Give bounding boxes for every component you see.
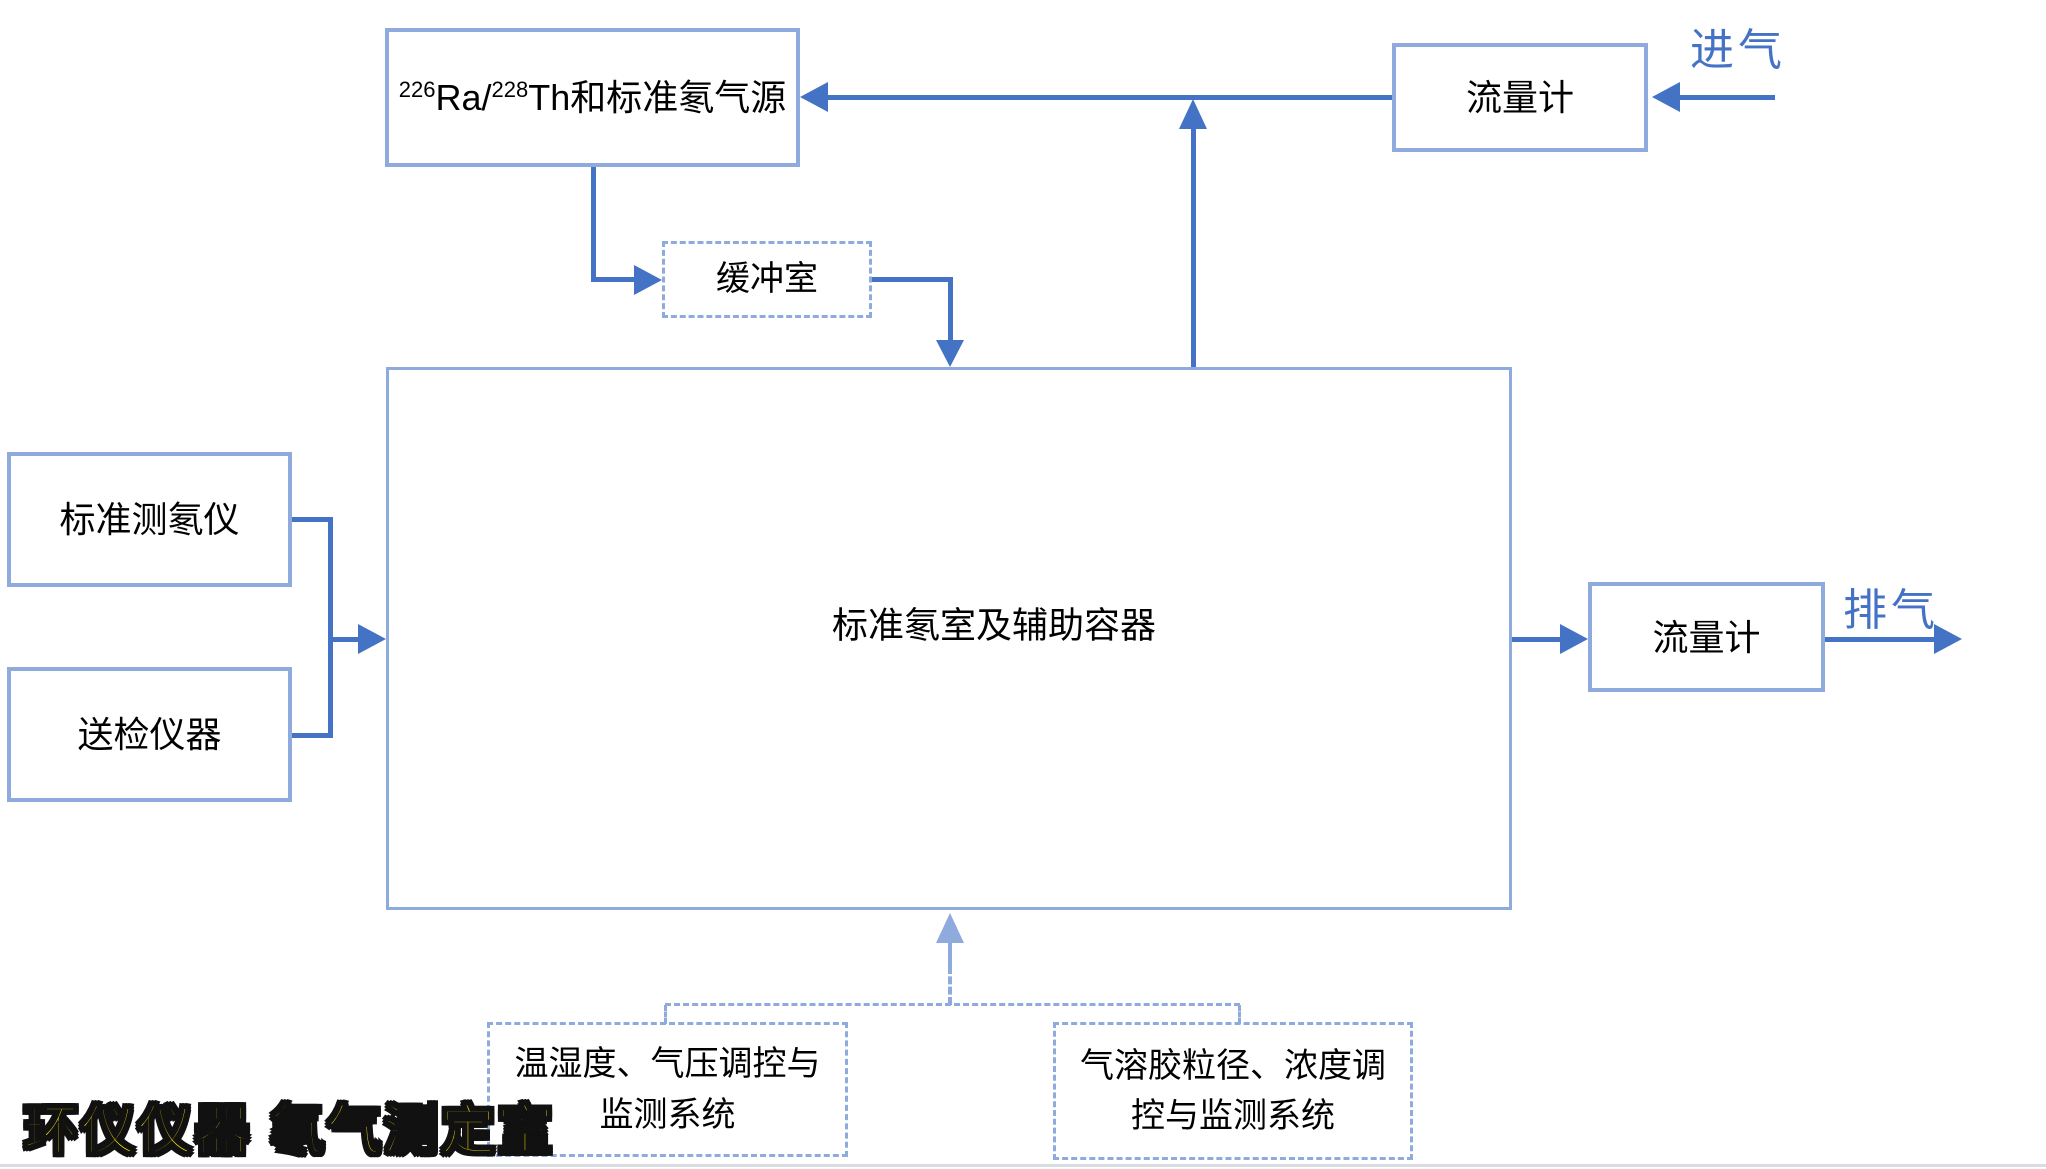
into-source-arrowhead-icon	[800, 82, 828, 112]
inlet-arrowhead-icon	[1652, 82, 1680, 112]
climate-control-line1: 温湿度、气压调控与	[514, 1045, 821, 1083]
systems-arrow-shaft	[948, 941, 952, 967]
aerosol-control-system-label: 气溶胶粒径、浓度调 控与监测系统	[1080, 1045, 1386, 1138]
aerosol-control-line1: 气溶胶粒径、浓度调	[1080, 1046, 1386, 1085]
into-buffer-arrowhead-icon	[634, 265, 662, 295]
buffer-down-line	[948, 277, 953, 341]
outlet-flow-meter-label: 流量计	[1652, 616, 1761, 658]
inlet-line	[1679, 95, 1775, 100]
climate-control-system-box: 温湿度、气压调控与 监测系统	[487, 1022, 848, 1157]
systems-dashed-shaft	[948, 966, 952, 1005]
canvas-bottom-edge	[0, 1164, 2046, 1167]
radon-source-label: 226Ra/228Th和标准氡气源	[399, 75, 786, 120]
inlet-label: 进气	[1690, 26, 1786, 75]
buffer-out-line	[872, 277, 952, 282]
into-chamber-top-arrowhead-icon	[936, 340, 964, 367]
outlet-arrowhead-icon	[1934, 624, 1962, 654]
climate-control-system-label: 温湿度、气压调控与 监测系统	[515, 1043, 821, 1136]
radon-source-ra: Ra/	[435, 77, 492, 118]
flowmeter-to-source-line	[827, 95, 1392, 100]
radon-source-box: 226Ra/228Th和标准氡气源	[385, 28, 800, 167]
main-chamber-label: 标准氡室及辅助容器	[831, 604, 1157, 646]
test-instrument-label: 送检仪器	[77, 714, 222, 755]
monitor-connector-line	[292, 517, 332, 522]
outlet-line	[1825, 637, 1935, 642]
source-down-line	[591, 167, 596, 281]
buffer-chamber-label: 缓冲室	[716, 260, 818, 299]
chamber-up-arrowhead-icon	[1179, 99, 1207, 129]
aerosol-control-line2: 控与监测系统	[1131, 1097, 1335, 1135]
climate-control-line2: 监测系统	[599, 1095, 736, 1134]
into-outlet-meter-arrowhead-icon	[1560, 624, 1588, 654]
chamber-up-line	[1191, 128, 1196, 367]
source-to-buffer-line	[591, 277, 635, 282]
watermark: 环仪仪器 氡气测定室	[23, 1100, 556, 1162]
systems-up-arrowhead-icon	[936, 913, 964, 943]
outlet-label: 排气	[1843, 586, 1939, 635]
buffer-chamber-box: 缓冲室	[662, 241, 872, 318]
test-instrument-connector-line	[292, 733, 332, 738]
outlet-flow-meter-box: 流量计	[1588, 582, 1825, 692]
merge-vertical-line	[328, 517, 333, 738]
radon-source-mass-228: 228	[491, 77, 529, 102]
aerosol-control-system-box: 气溶胶粒径、浓度调 控与监测系统	[1053, 1022, 1413, 1160]
standard-radon-monitor-box: 标准测氡仪	[7, 452, 292, 587]
climate-dashed-drop-line	[664, 1005, 667, 1024]
chamber-out-line	[1512, 637, 1561, 642]
main-chamber-box: 标准氡室及辅助容器	[386, 367, 1512, 910]
aerosol-dashed-drop-line	[1238, 1005, 1241, 1024]
standard-radon-monitor-label: 标准测氡仪	[59, 499, 240, 540]
radon-source-mass-226: 226	[398, 77, 436, 102]
inlet-flow-meter-box: 流量计	[1392, 43, 1648, 152]
systems-dashed-bus-line	[665, 1003, 1240, 1006]
merge-out-line	[333, 637, 359, 642]
radon-source-th-text: Th和标准氡气源	[528, 77, 787, 118]
into-chamber-left-arrowhead-icon	[358, 624, 386, 654]
test-instrument-box: 送检仪器	[7, 667, 292, 802]
inlet-flow-meter-label: 流量计	[1465, 77, 1574, 118]
